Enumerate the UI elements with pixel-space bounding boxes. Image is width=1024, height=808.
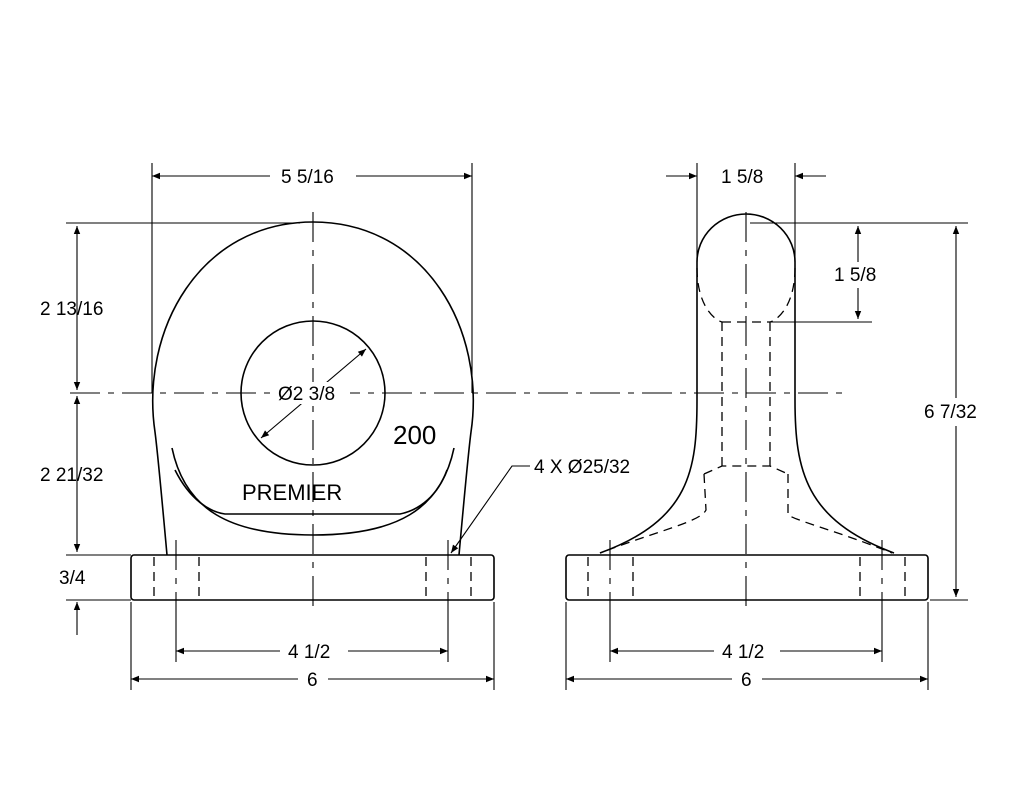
- overall-width-label: 5 5/16: [281, 167, 334, 188]
- side-base-width-label: 6: [741, 670, 752, 691]
- front-body-outline: [151, 221, 475, 556]
- lower-height-label: 2 21/32: [40, 465, 103, 486]
- overall-height-label: 6 7/32: [924, 402, 977, 423]
- ring-thickness-label: 1 5/8: [721, 167, 763, 188]
- mount-hole-leader: [450, 465, 530, 554]
- brand-text: PREMIER: [242, 480, 342, 505]
- hole-diameter-label: Ø2 3/8: [278, 384, 335, 405]
- front-recess-inner: [174, 469, 448, 515]
- side-ring-top: [696, 213, 796, 263]
- front-view: 200 PREMIER Ø2 3/8 5 5/16 2 13/16 2 21/3…: [40, 163, 850, 691]
- side-hole-spacing-label: 4 1/2: [722, 642, 764, 663]
- mount-holes-label: 4 X Ø25/32: [534, 457, 630, 478]
- side-stem-left: [599, 262, 698, 554]
- side-recess-hidden: [599, 465, 893, 554]
- rating-text: 200: [393, 420, 436, 450]
- side-base-plate: [565, 554, 929, 601]
- side-stem-right: [794, 262, 895, 554]
- side-view: 1 5/8 1 5/8 6 7/32 4 1/2 6: [565, 163, 992, 691]
- base-thickness-label: 3/4: [59, 568, 86, 589]
- front-hole: [240, 320, 386, 466]
- front-base-plate: [130, 554, 495, 601]
- front-hole-spacing-label: 4 1/2: [288, 642, 330, 663]
- upper-height-label: 2 13/16: [40, 299, 103, 320]
- ring-height-label: 1 5/8: [834, 265, 876, 286]
- front-base-width-label: 6: [307, 670, 318, 691]
